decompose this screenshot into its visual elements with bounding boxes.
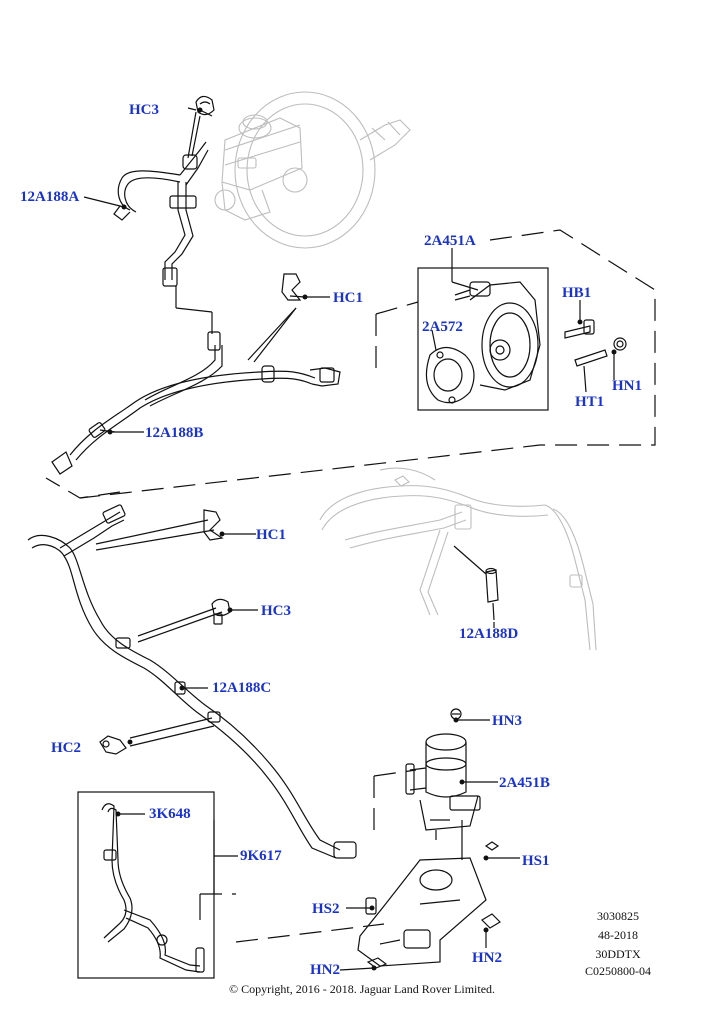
callout-hn1[interactable]: HN1 xyxy=(612,378,642,394)
callout-hc3-top[interactable]: HC3 xyxy=(129,102,159,118)
copyright-notice: © Copyright, 2016 - 2018. Jaguar Land Ro… xyxy=(228,982,496,996)
hose-12a188c xyxy=(27,504,357,859)
callout-12a188b[interactable]: 12A188B xyxy=(145,425,204,441)
callout-2a572[interactable]: 2A572 xyxy=(422,319,463,335)
callout-hs1[interactable]: HS1 xyxy=(522,853,550,869)
pump-mounting-bracket xyxy=(357,841,501,969)
reference-line-1: 3030825 xyxy=(597,909,639,923)
callout-hc1-mid[interactable]: HC1 xyxy=(256,527,286,543)
hose-12a188a xyxy=(113,141,209,287)
callout-hb1[interactable]: HB1 xyxy=(562,285,592,301)
reference-line-3: 30DDTX xyxy=(595,947,641,961)
callout-3k648[interactable]: 3K648 xyxy=(149,806,191,822)
reference-line-4: C0250800-04 xyxy=(585,964,651,978)
callout-hn2-left[interactable]: HN2 xyxy=(310,962,340,978)
vacuum-pump-2a451b xyxy=(405,708,481,840)
leader-lines xyxy=(83,109,615,971)
callout-12a188d[interactable]: 12A188D xyxy=(459,626,519,642)
reference-line-2: 48-2018 xyxy=(598,928,638,942)
callout-hn3[interactable]: HN3 xyxy=(492,713,522,729)
inset-9k617 xyxy=(77,791,215,979)
callout-9k617[interactable]: 9K617 xyxy=(240,848,282,864)
clip-hc2 xyxy=(99,735,127,755)
callout-2a451a[interactable]: 2A451A xyxy=(424,233,476,249)
callout-hn2-right[interactable]: HN2 xyxy=(472,950,502,966)
clip-hc1-top xyxy=(281,273,306,301)
callout-hc2[interactable]: HC2 xyxy=(51,740,81,756)
clip-hc3-top xyxy=(187,95,215,116)
connector-12a188d xyxy=(485,567,499,621)
callout-hs2[interactable]: HS2 xyxy=(312,901,340,917)
hose-12a188b xyxy=(51,331,341,475)
callout-12a188a[interactable]: 12A188A xyxy=(20,189,80,205)
pipework-ghost xyxy=(319,467,597,651)
brake-booster-ghost xyxy=(214,91,411,249)
clip-hc1-mid xyxy=(203,509,224,541)
clip-hc3-mid xyxy=(211,598,231,625)
callout-hc3-mid[interactable]: HC3 xyxy=(261,603,291,619)
callout-2a451b[interactable]: 2A451B xyxy=(499,775,550,791)
callout-ht1[interactable]: HT1 xyxy=(575,394,605,410)
callout-12a188c[interactable]: 12A188C xyxy=(212,680,272,696)
vacuum-pump-2a451a xyxy=(417,267,627,411)
dashed-group-outline xyxy=(45,229,656,943)
callout-hc1-top[interactable]: HC1 xyxy=(333,290,363,306)
